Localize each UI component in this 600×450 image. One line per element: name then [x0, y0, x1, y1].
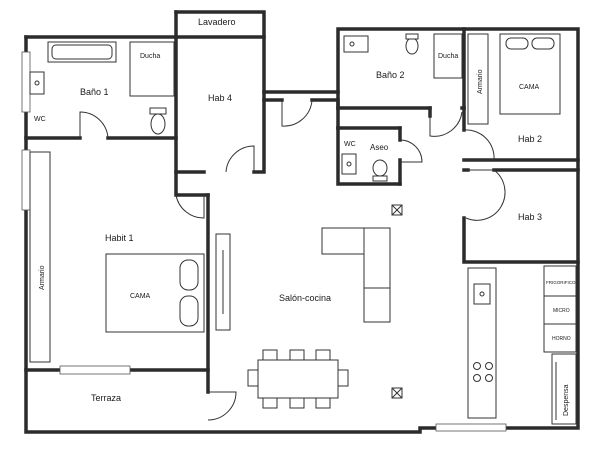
label-salon: Salón-cocina — [279, 293, 331, 303]
label-horno: HORNO — [552, 336, 571, 342]
label-habit1: Habit 1 — [105, 233, 134, 243]
doors — [79, 99, 506, 421]
label-aseo: Aseo — [370, 143, 389, 152]
label-ducha1: Ducha — [140, 53, 160, 60]
furniture — [29, 33, 577, 425]
label-wc2: WC — [344, 141, 356, 148]
label-cama1: CAMA — [130, 293, 151, 300]
label-micro: MICRO — [553, 308, 570, 314]
label-terraza: Terraza — [91, 393, 121, 403]
label-ducha2: Ducha — [438, 53, 458, 60]
label-lavadero: Lavadero — [198, 17, 236, 27]
label-hab3: Hab 3 — [518, 212, 542, 222]
label-wc1: WC — [34, 116, 46, 123]
label-armario1: Armario — [39, 265, 46, 290]
label-despensa: Despensa — [563, 384, 570, 416]
label-armario2: Armario — [477, 69, 484, 94]
label-cama2: CAMA — [519, 84, 540, 91]
label-hab4: Hab 4 — [208, 93, 232, 103]
label-bano2: Baño 2 — [376, 70, 405, 80]
room-labels: Lavadero Baño 1 Ducha WC Hab 4 Baño 2 Du… — [34, 17, 576, 416]
label-hab2: Hab 2 — [518, 134, 542, 144]
label-frigorifico: FRIGORIFICO — [546, 280, 576, 285]
label-bano1: Baño 1 — [80, 87, 109, 97]
